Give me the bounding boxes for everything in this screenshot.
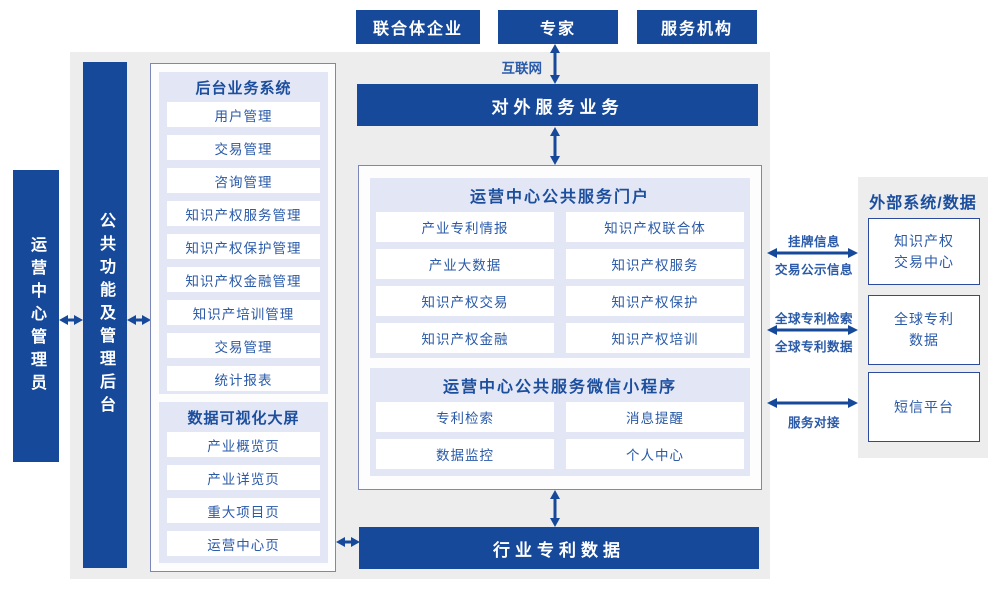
double-arrow-icon [59,315,83,325]
public-service-portal-panel: 运营中心公共服务门户 产业专利情报 知识产权联合体 产业大数据 知识产权服务 知… [370,178,750,358]
backend-item: 统计报表 [167,366,320,391]
external-system-global-patent-data: 全球专利 数据 [868,295,980,365]
backend-item: 交易管理 [167,333,320,358]
common-functions-backend-label: 公共功能及管理后台 [97,211,114,419]
miniprogram-item: 消息提醒 [566,402,744,432]
actor-consortium-enterprises: 联合体企业 [356,10,480,44]
double-arrow-icon [550,44,560,84]
miniprogram-item: 数据监控 [376,439,554,469]
backend-item: 知识产权金融管理 [167,267,320,292]
external-system-sms-platform: 短信平台 [868,372,980,442]
dashboard-item: 运营中心页 [167,531,320,556]
data-visualization-title: 数据可视化大屏 [187,409,300,427]
public-service-portal-title: 运营中心公共服务门户 [469,189,650,206]
double-arrow-icon [336,537,360,547]
left-systems-container: 后台业务系统 用户管理 交易管理 咨询管理 知识产权服务管理 知识产权保护管理 … [150,63,336,572]
flow-label-service-integration: 服务对接 [787,416,840,430]
double-arrow-icon [767,398,858,408]
portal-item: 知识产权交易 [376,286,554,316]
flow-label-global-patent-data: 全球专利数据 [774,340,853,354]
portal-item: 知识产权金融 [376,323,554,353]
internet-label: 互联网 [501,61,543,76]
double-arrow-icon [550,127,560,165]
external-system-ip-trading-center: 知识产权 交易中心 [868,218,980,285]
backend-item: 用户管理 [167,102,320,127]
backend-item: 知识产培训管理 [167,300,320,325]
portal-item: 知识产权联合体 [566,212,744,242]
backend-item: 知识产权保护管理 [167,234,320,259]
common-functions-backend-bar: 公共功能及管理后台 [83,62,127,568]
portal-item: 产业大数据 [376,249,554,279]
double-arrow-icon [767,248,858,258]
center-services-container: 运营中心公共服务门户 产业专利情报 知识产权联合体 产业大数据 知识产权服务 知… [358,165,762,490]
external-systems-title: 外部系统/数据 [869,195,977,212]
actor-experts: 专家 [498,10,618,44]
portal-item: 知识产权服务 [566,249,744,279]
wechat-miniprogram-title: 运营中心公共服务微信小程序 [442,379,677,396]
backend-item: 咨询管理 [167,168,320,193]
portal-item: 知识产权培训 [566,323,744,353]
actor-service-agencies: 服务机构 [637,10,757,44]
dashboard-item: 产业概览页 [167,432,320,457]
wechat-miniprogram-panel: 运营中心公共服务微信小程序 专利检索 消息提醒 数据监控 个人中心 [370,368,750,476]
miniprogram-item: 个人中心 [566,439,744,469]
double-arrow-icon [550,490,560,527]
dashboard-item: 重大项目页 [167,498,320,523]
flow-label-transaction-publicity-info: 交易公示信息 [774,263,853,277]
operation-center-admin-box: 运营中心管理员 [13,170,59,462]
miniprogram-item: 专利检索 [376,402,554,432]
flow-label-global-patent-search: 全球专利检索 [774,312,853,326]
backend-business-system-title: 后台业务系统 [195,79,292,97]
dashboard-item: 产业详览页 [167,465,320,490]
backend-item: 知识产权服务管理 [167,201,320,226]
portal-item: 知识产权保护 [566,286,744,316]
flow-label-listing-info: 挂牌信息 [787,235,840,249]
double-arrow-icon [127,315,151,325]
backend-business-system-panel: 后台业务系统 用户管理 交易管理 咨询管理 知识产权服务管理 知识产权保护管理 … [159,72,328,394]
backend-item: 交易管理 [167,135,320,160]
external-service-bar: 对外服务业务 [357,84,758,126]
industry-patent-data-bar: 行业专利数据 [359,527,759,569]
portal-item: 产业专利情报 [376,212,554,242]
double-arrow-icon [767,325,858,335]
data-visualization-panel: 数据可视化大屏 产业概览页 产业详览页 重大项目页 运营中心页 [159,402,328,563]
operation-center-admin-label: 运营中心管理员 [28,235,45,397]
